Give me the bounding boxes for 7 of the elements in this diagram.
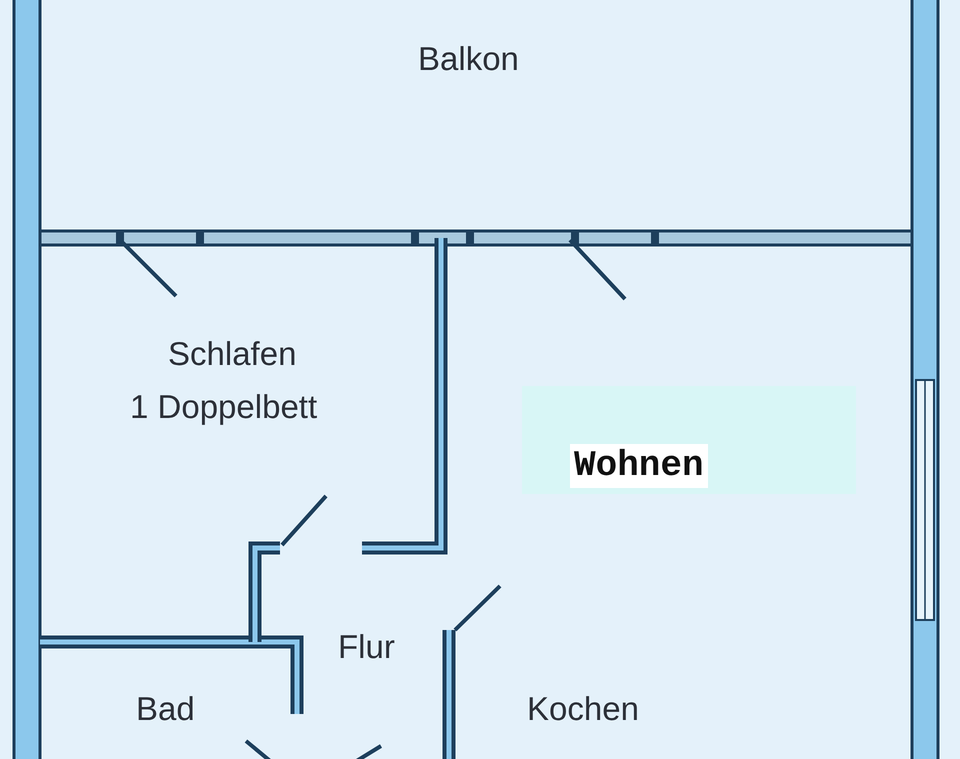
room-label: Schlafen <box>168 337 296 370</box>
room-label: Balkon <box>418 42 519 75</box>
furniture-note: 1 Doppelbett <box>130 390 318 423</box>
room-label: Kochen <box>527 692 639 725</box>
room-label: Wohnen <box>570 444 708 488</box>
room-label: Bad <box>136 692 195 725</box>
room-label: Flur <box>338 630 395 663</box>
